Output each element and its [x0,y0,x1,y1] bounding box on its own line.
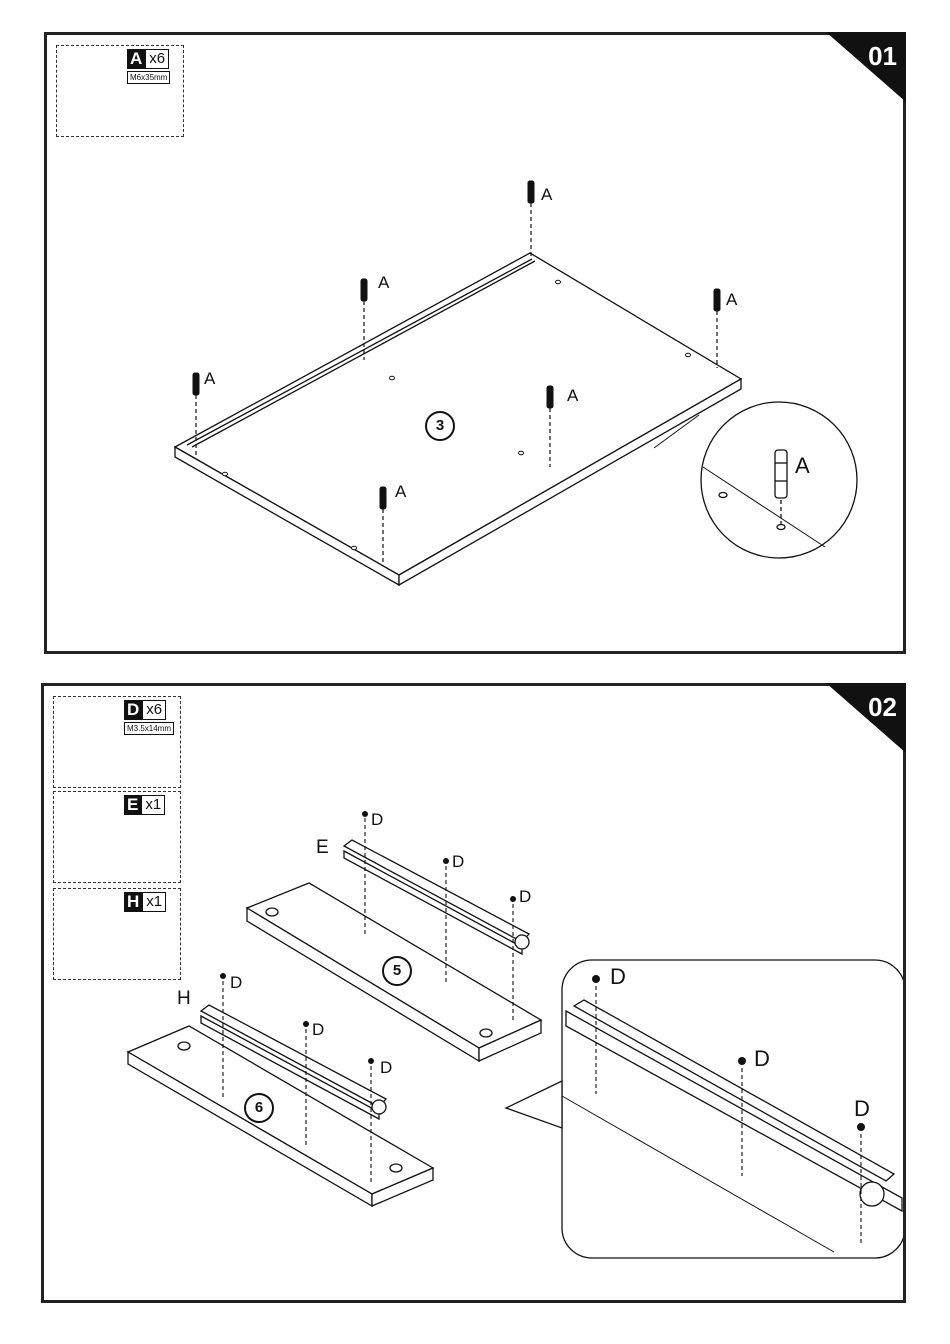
part-quantity: x1 [142,892,166,912]
screw-label: D [452,852,464,872]
panel-number-3: 3 [425,411,455,441]
zoom-detail-circle [654,402,857,558]
part-size: M6x35mm [127,71,170,84]
step-number: 02 [868,692,897,723]
panel-number-6: 6 [244,1093,274,1123]
part-letter: H [124,892,142,912]
dowel-label: A [567,386,578,406]
panel-3 [175,253,741,585]
part-quantity: x1 [141,795,165,815]
part-header: E x1 [124,795,165,815]
screw-label: D [230,973,242,993]
zoom-screw-label: D [610,964,626,990]
part-header: D x6 [124,700,166,720]
panel-number-5: 5 [382,956,412,986]
part-box-d: D x6 M3.5x14mm [53,696,181,788]
dowel-label: A [395,482,406,502]
part-box-h: H x1 [53,888,181,980]
zoom-dowel-label: A [795,453,810,479]
step-02-panel: 02 D x6 M3.5x14mm E x1 H x1 5 6 E H D D … [41,683,906,1303]
dowel-label: A [541,185,552,205]
part-header: A x6 [127,49,169,69]
screw-label: D [371,810,383,830]
dowel-label: A [204,369,215,389]
dowel-label: A [378,273,389,293]
step-number: 01 [868,41,897,72]
part-box-a: A x6 M6x35mm [56,45,184,137]
part-letter: E [124,795,141,815]
runner-e-label: E [316,837,329,859]
zoom-detail-box [506,960,903,1258]
part-letter: A [127,49,145,69]
zoom-screw-label: D [854,1096,870,1122]
zoom-screw-label: D [754,1046,770,1072]
part-header: H x1 [124,892,166,912]
step-01-panel: 01 A x6 M6x35mm 3 A A A A A A A [44,32,906,654]
screw-label: D [380,1058,392,1078]
screw-label: D [312,1020,324,1040]
dowel-label: A [726,290,737,310]
part-box-e: E x1 [53,791,181,883]
part-size: M3.5x14mm [124,722,174,735]
runner-h-label: H [177,988,191,1010]
part-letter: D [124,700,142,720]
part-quantity: x6 [142,700,166,720]
screw-label: D [519,887,531,907]
part-quantity: x6 [145,49,169,69]
